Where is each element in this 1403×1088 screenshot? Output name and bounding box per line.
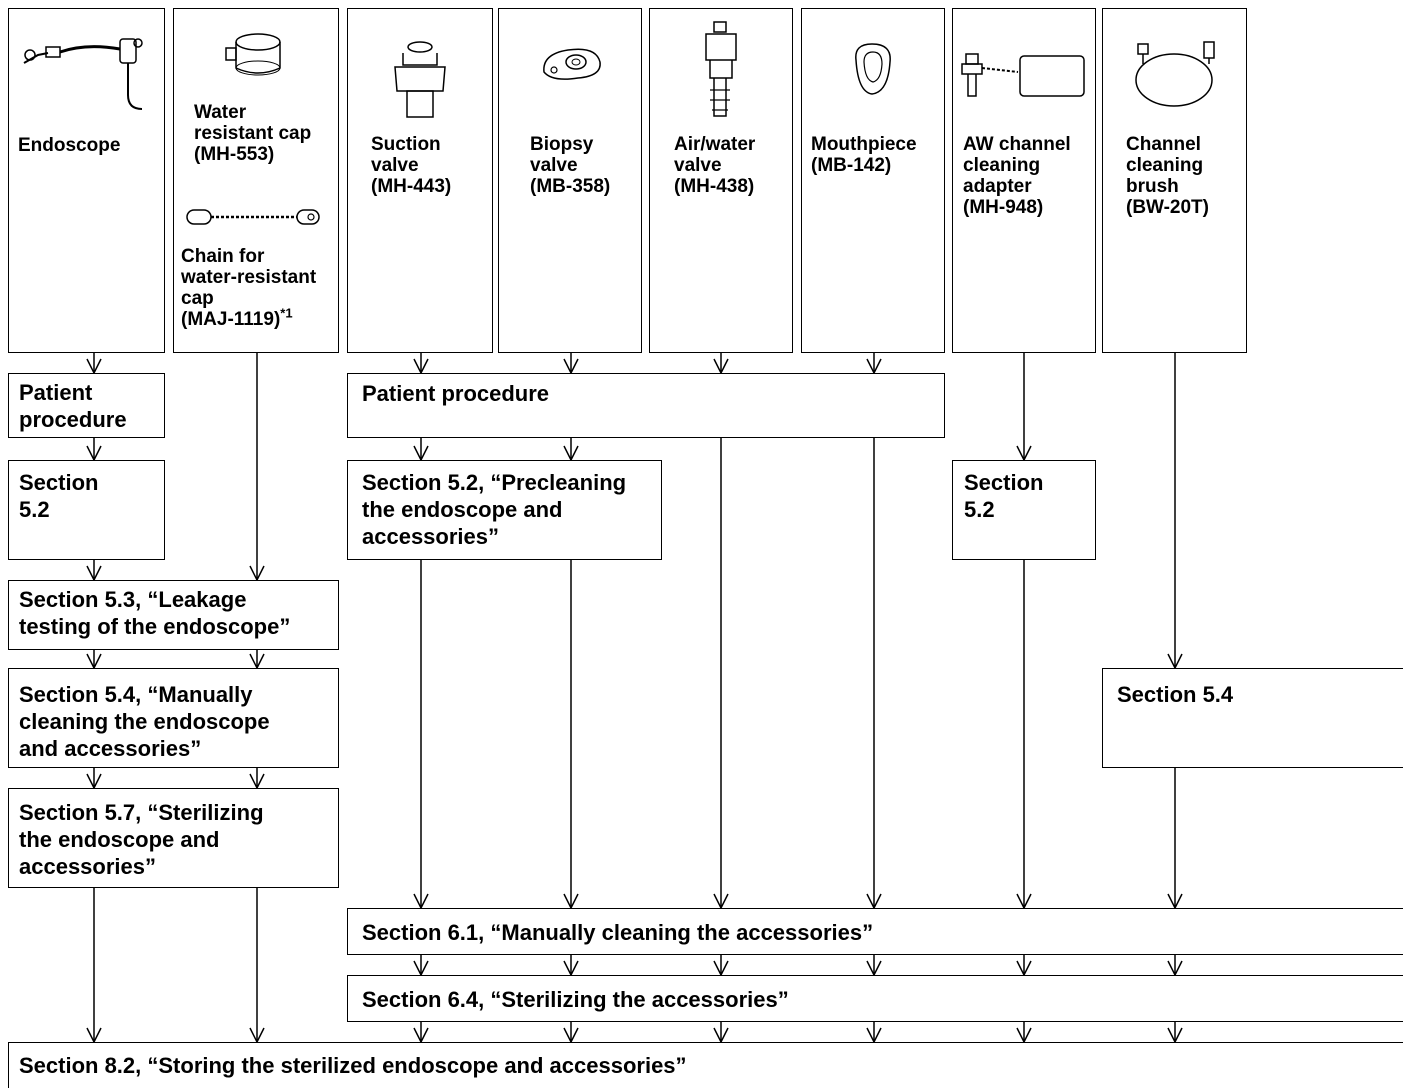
brush-icon [1135,41,1215,107]
step-section-5-2-adapter: Section 5.2 [952,460,1096,560]
chain-icon [186,209,320,225]
biopsy-valve-label: Biopsy valve (MB-358) [530,134,611,197]
step-section-5-2-endoscope: Section 5.2 [8,460,165,560]
item-box-water-cap [173,8,339,353]
item-box-endoscope [8,8,165,353]
endoscope-icon [23,38,143,110]
aw-adapter-icon [961,53,1085,97]
endoscope-label: Endoscope [18,135,121,156]
suction-valve-icon [394,41,446,118]
airwater-valve-icon [705,21,737,117]
aw-adapter-label: AW channel cleaning adapter (MH-948) [963,134,1071,218]
item-box-biopsy-valve [498,8,642,353]
step-section-8-2-storing: Section 8.2, “Storing the sterilized end… [8,1042,1403,1088]
step-section-5-4-manual-cleaning: Section 5.4, “Manually cleaning the endo… [8,668,339,768]
water-cap-label: Water resistant cap (MH-553) [194,102,312,165]
step-section-6-1-manual-cleaning-accessories: Section 6.1, “Manually cleaning the acce… [347,908,1403,955]
suction-valve-label: Suction valve (MH-443) [371,134,452,197]
airwater-valve-label: Air/water valve (MH-438) [674,134,756,197]
biopsy-valve-icon [543,48,601,80]
step-section-5-7-sterilizing: Section 5.7, “Sterilizing the endoscope … [8,788,339,888]
item-box-airwater-valve [649,8,793,353]
step-patient-procedure-endoscope: Patient procedure [8,373,165,438]
chain-label: Chain for water-resistant cap (MAJ-1119)… [181,246,317,330]
item-box-aw-adapter [952,8,1096,353]
step-section-5-4-brush: Section 5.4 [1102,668,1403,768]
mouthpiece-label: Mouthpiece (MB-142) [811,134,917,176]
item-box-mouthpiece [801,8,945,353]
water-cap-icon [225,33,281,76]
step-section-5-2-precleaning: Section 5.2, “Precleaning the endoscope … [347,460,662,560]
chain-footnote-marker: *1 [280,305,293,321]
step-section-6-4-sterilizing-accessories: Section 6.4, “Sterilizing the accessorie… [347,975,1403,1022]
step-section-5-3-leakage: Section 5.3, “Leakage testing of the end… [8,580,339,650]
item-box-brush [1102,8,1247,353]
step-patient-procedure-accessories: Patient procedure [347,373,945,438]
mouthpiece-icon [855,43,891,95]
brush-label: Channel cleaning brush (BW-20T) [1126,134,1209,218]
